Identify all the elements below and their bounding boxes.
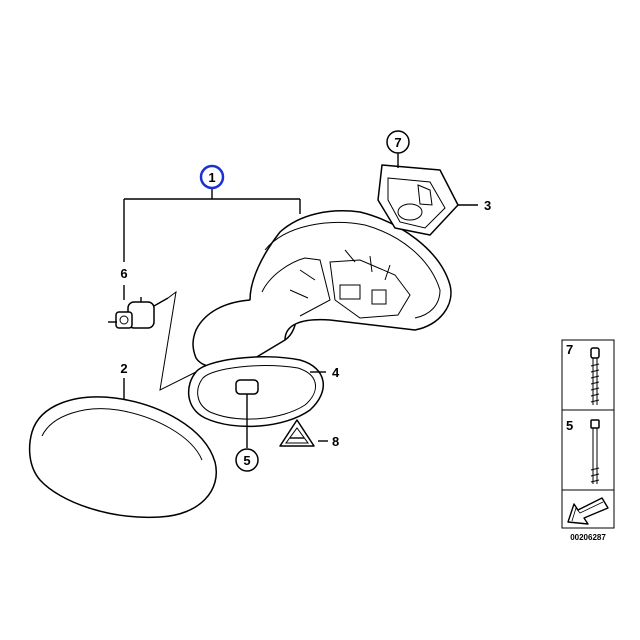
- part-2-mirror-cap: [28, 396, 217, 519]
- side-screw-7: [590, 347, 600, 405]
- part-1-mirror-base: [192, 210, 452, 369]
- guide-lines: [159, 290, 197, 391]
- callout-2[interactable]: 2: [120, 361, 128, 400]
- side-label-7: 7: [566, 342, 573, 357]
- svg-text:3: 3: [484, 198, 491, 213]
- callout-1[interactable]: 1: [199, 164, 225, 190]
- callout-8[interactable]: 8: [332, 434, 339, 449]
- callout-5[interactable]: 5: [235, 448, 259, 472]
- svg-text:6: 6: [120, 266, 127, 281]
- callout-6[interactable]: 6: [120, 266, 127, 281]
- svg-text:8: 8: [332, 434, 339, 449]
- svg-text:4: 4: [332, 365, 340, 380]
- side-label-5: 5: [566, 418, 573, 433]
- callout-3[interactable]: 3: [458, 198, 491, 213]
- part-8-warning-sticker: [279, 419, 328, 447]
- part-6-motor: [108, 297, 169, 329]
- side-parts-panel: [561, 339, 615, 529]
- part-3-actuator: [377, 160, 459, 236]
- reference-code: 00206287: [570, 533, 606, 542]
- side-bolt-5: [590, 419, 600, 484]
- callout-7[interactable]: 7: [386, 130, 410, 160]
- part-5-bolt: [235, 379, 259, 448]
- arrow-down-left-icon[interactable]: [567, 497, 609, 525]
- svg-text:7: 7: [394, 135, 401, 150]
- svg-text:2: 2: [120, 361, 127, 376]
- svg-text:1: 1: [208, 170, 215, 185]
- svg-text:5: 5: [243, 453, 250, 468]
- callout-4[interactable]: 4: [310, 365, 340, 380]
- assembly-bracket: [123, 188, 301, 300]
